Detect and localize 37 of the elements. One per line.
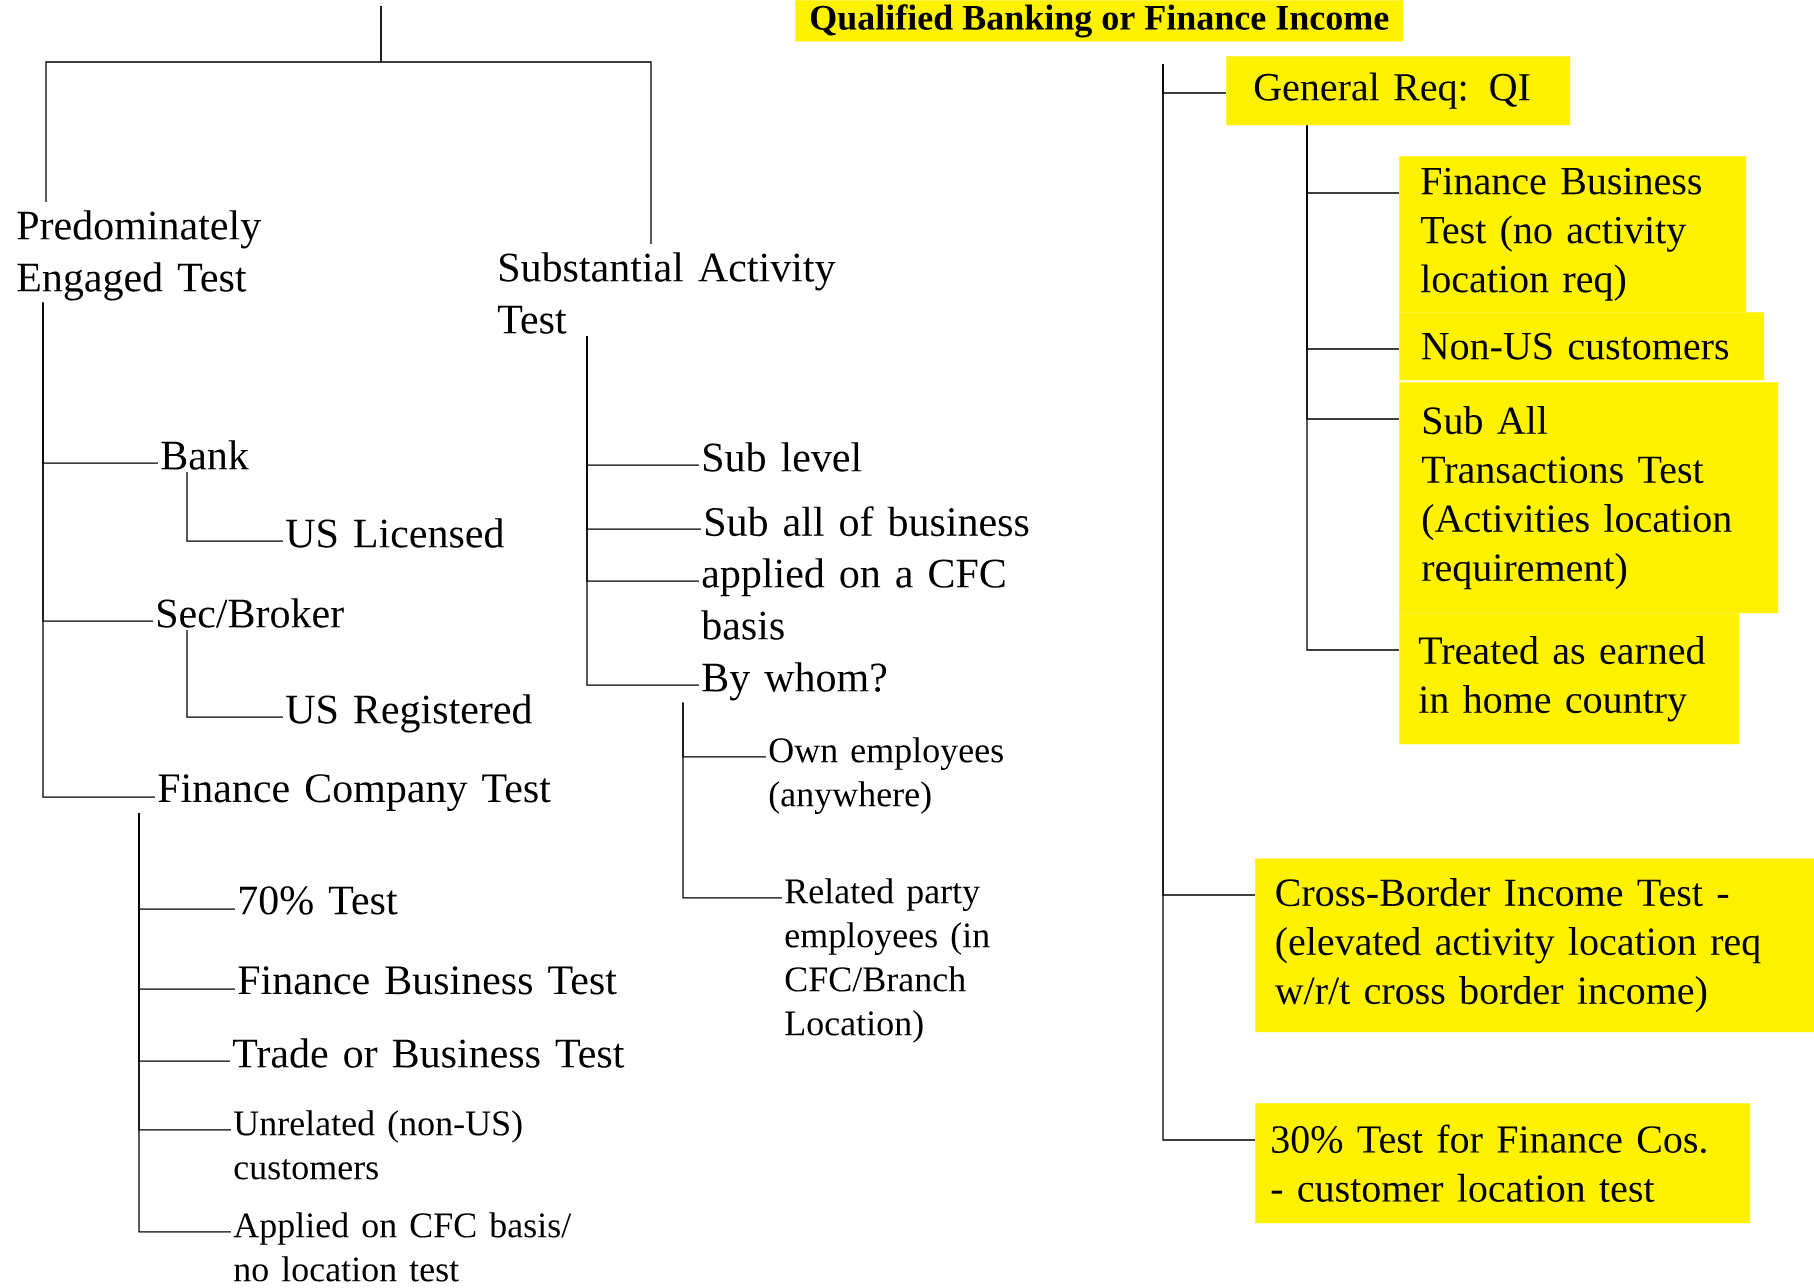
connector-line xyxy=(682,701,783,899)
connector-line xyxy=(1306,124,1400,651)
branch-label: Predominately Engaged Test xyxy=(17,210,262,301)
highlight-box: Cross-Border Income Test - (elevated activity location req w/r/t cross border income) xyxy=(1255,858,1814,1033)
branch-label: Own employees (anywhere) xyxy=(769,737,1003,814)
branch-label: By whom? xyxy=(702,662,887,701)
connector-line xyxy=(42,301,156,798)
highlight-box: Treated as earned in home country xyxy=(1399,613,1740,745)
branch-label: Sub level xyxy=(704,442,862,472)
highlight-box: General Req: QI xyxy=(1226,56,1571,126)
connector-line xyxy=(186,629,284,718)
branch-label: Trade or Business Test xyxy=(232,1038,625,1068)
connector-line xyxy=(380,5,652,245)
branch-label: Related party employees (in CFC/Branch Location) xyxy=(785,878,990,1043)
branch-label: 70% Test xyxy=(240,886,398,915)
branch-label: Unrelated (non-US) customers xyxy=(233,1110,522,1180)
connector-line xyxy=(186,471,284,542)
highlight-box: Non-US customers xyxy=(1399,312,1765,381)
branch-label: US Licensed xyxy=(286,518,504,548)
connector-line xyxy=(586,335,700,686)
branch-label: Sub all of business xyxy=(706,506,1029,537)
branch-label: Substantial Activity Test xyxy=(497,252,836,334)
node-label: Finance Business Test (no activity location req) xyxy=(1420,167,1701,301)
title-banner: Qualified Banking or Finance Income xyxy=(795,0,1404,42)
connector-line xyxy=(1162,63,1256,1141)
node-label: Non-US customers xyxy=(1421,332,1729,360)
highlight-box: 30% Test for Finance Cos. - customer location test xyxy=(1255,1103,1751,1224)
node-label: Treated as earned in home country xyxy=(1418,636,1706,722)
branch-label: Finance Company Test xyxy=(158,774,551,812)
branch-label: Applied on CFC basis/ no location test xyxy=(233,1212,572,1282)
branch-label: Sec/Broker xyxy=(158,598,344,628)
connector-line xyxy=(138,812,232,1233)
node-label: Sub All Transactions Test (Activities location requirement) xyxy=(1421,406,1732,590)
branch-label: Finance Business Test xyxy=(238,966,617,995)
branch-label: US Registered xyxy=(286,694,532,733)
branch-label: Bank xyxy=(161,440,249,470)
branch-label: applied on a CFC basis xyxy=(701,558,1005,640)
